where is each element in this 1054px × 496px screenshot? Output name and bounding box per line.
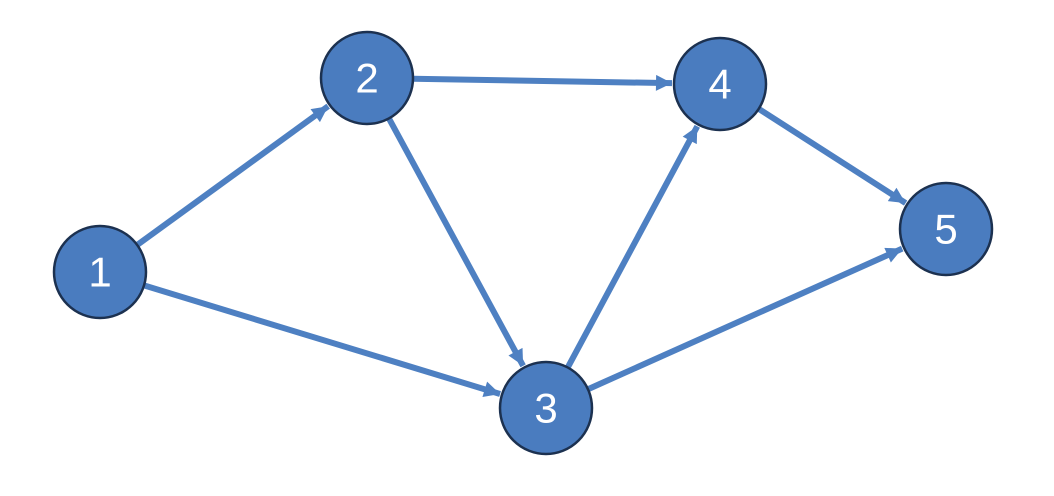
node-4: 4: [672, 36, 768, 132]
node-layer: 1 2 3 4 5: [52, 30, 994, 456]
edge-2-to-3: [386, 117, 526, 368]
node-circle-2: [319, 30, 415, 126]
edge-layer: [135, 74, 908, 397]
edge-1-to-3: [143, 282, 501, 397]
node-circle-3: [498, 360, 594, 456]
node-circle-4: [672, 36, 768, 132]
edge-2-to-4: [412, 74, 673, 91]
node-3: 3: [498, 360, 594, 456]
node-2: 2: [319, 30, 415, 126]
edge-1-to-2: [135, 103, 330, 248]
edge-4-to-5: [757, 106, 908, 206]
node-5: 5: [898, 181, 994, 277]
edge-3-to-4: [565, 124, 700, 369]
node-circle-5: [898, 181, 994, 277]
edge-3-to-5: [586, 245, 904, 392]
node-1: 1: [52, 224, 148, 320]
node-circle-1: [52, 224, 148, 320]
